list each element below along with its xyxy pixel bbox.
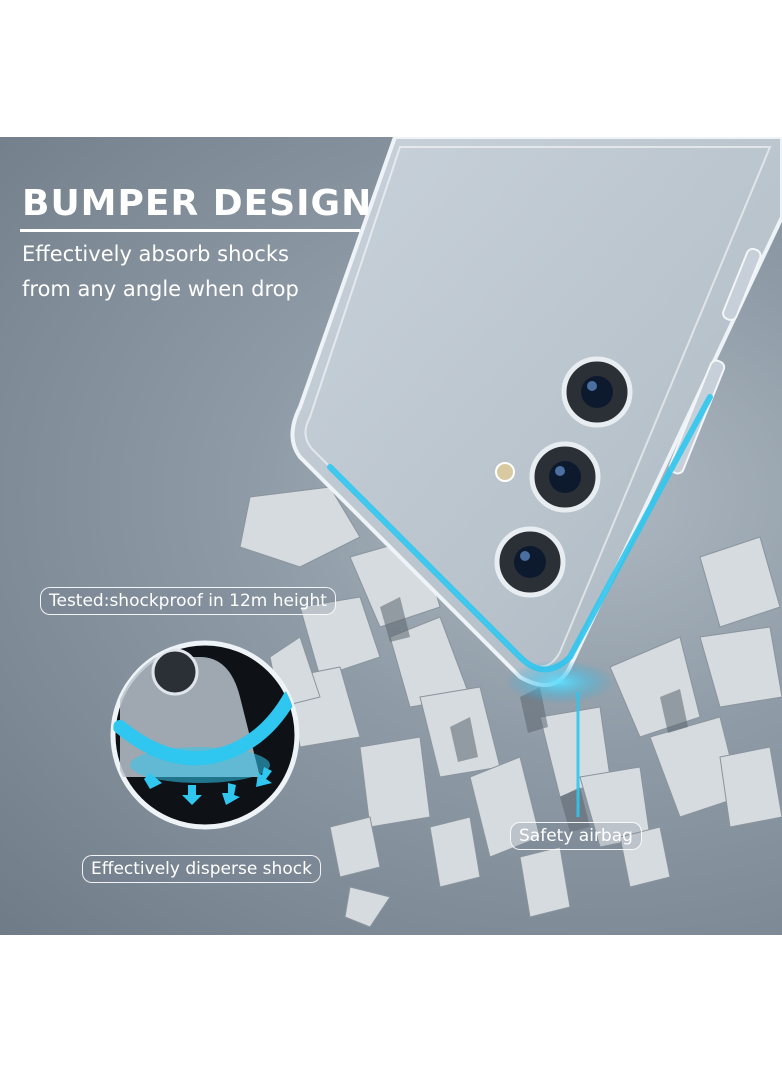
headline: BUMPER DESIGN [22, 183, 373, 224]
camera-lens [494, 356, 633, 598]
arrow-down [144, 767, 272, 805]
product-banner: BUMPER DESIGN Effectively absorb shocks … [0, 137, 782, 935]
subtext: Effectively absorb shocks from any angle… [22, 242, 299, 301]
inset-corner-zoom [110, 640, 300, 830]
product-illustration [110, 137, 782, 928]
label-airbag: Safety airbag [510, 822, 642, 850]
label-disperse: Effectively disperse shock [82, 855, 321, 883]
label-tested: Tested:shockproof in 12m height [40, 587, 336, 615]
headline-underline [20, 229, 360, 232]
shatter-fragments [239, 486, 782, 928]
